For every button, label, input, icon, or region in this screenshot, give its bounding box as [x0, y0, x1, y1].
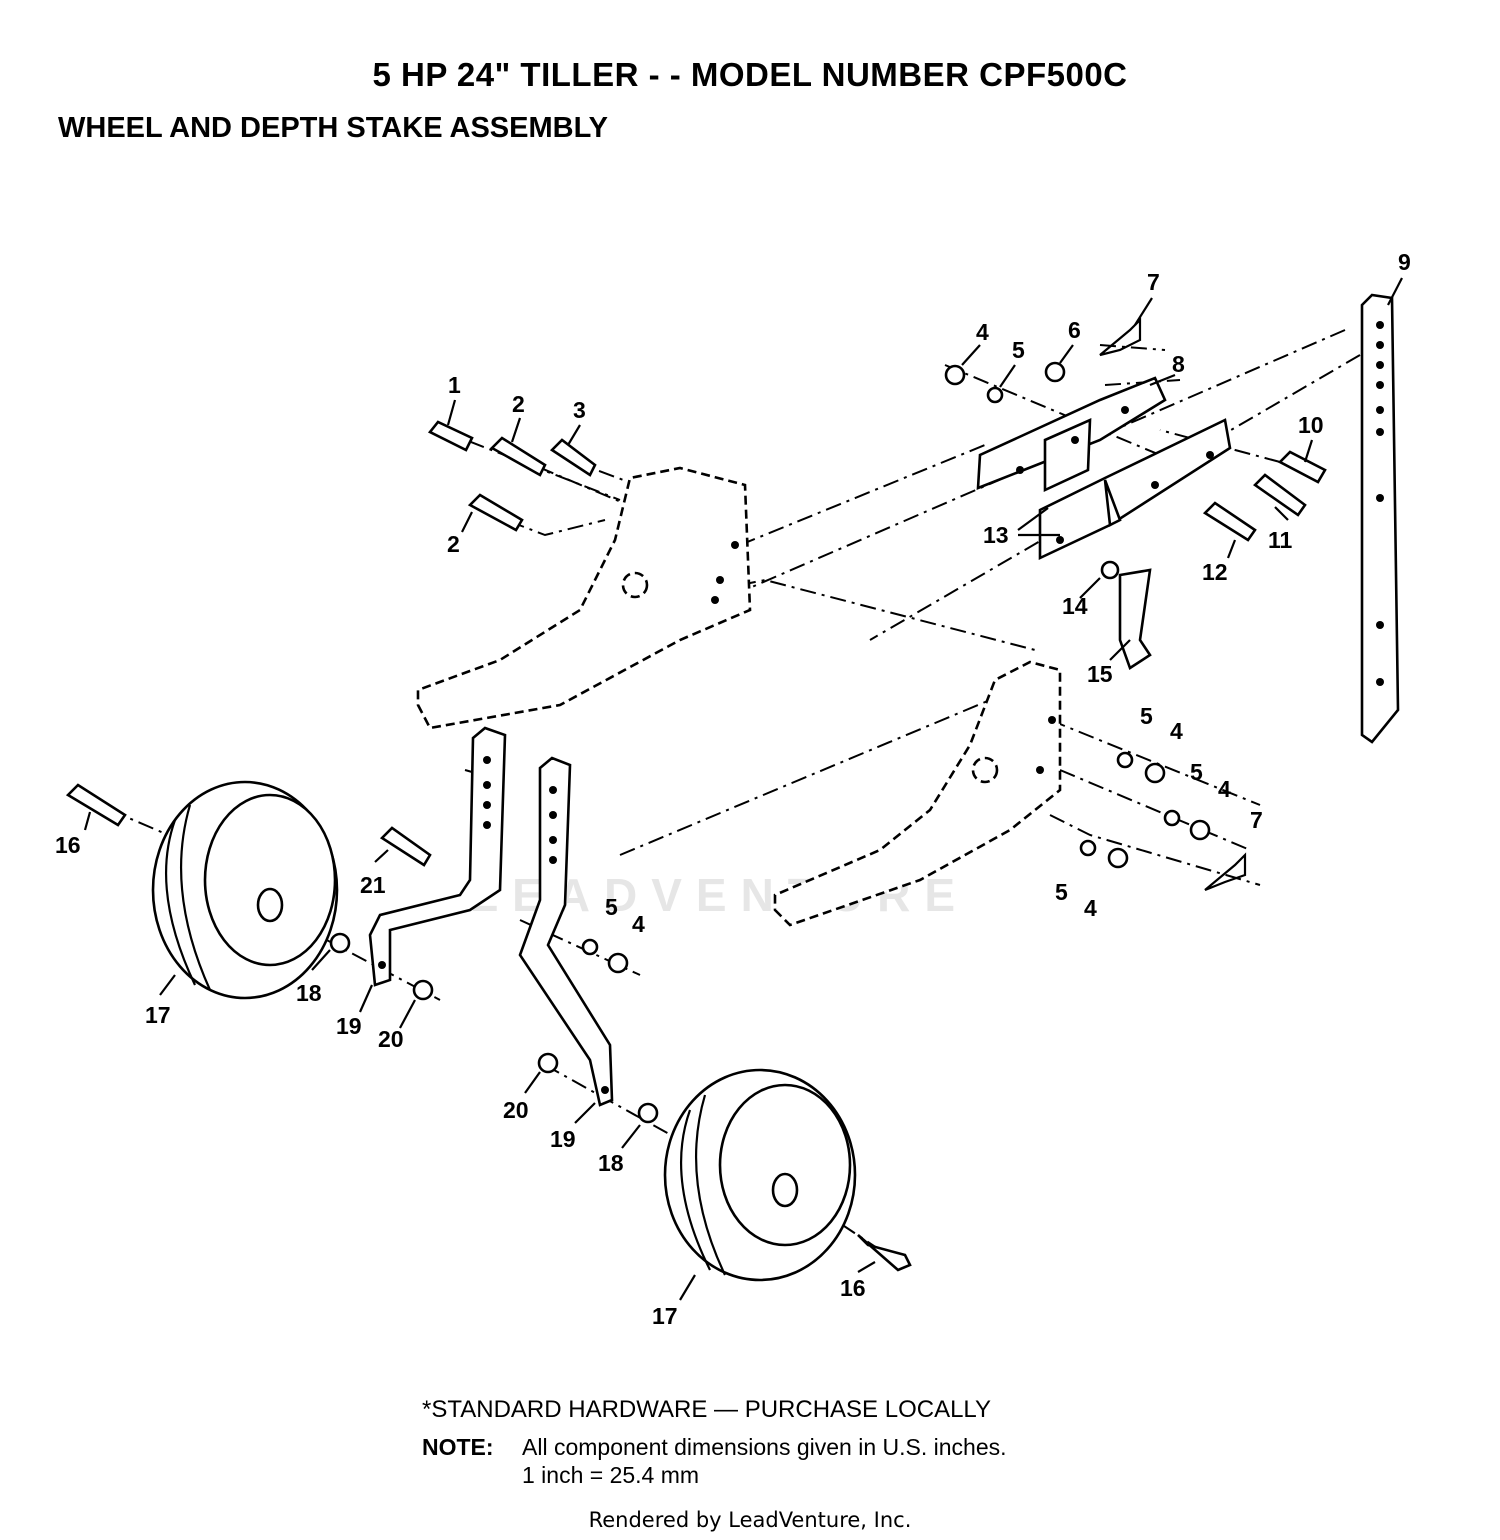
callout-4: 4 [976, 319, 989, 345]
wheel-bracket-left [368, 726, 507, 987]
callout-4: 4 [1170, 718, 1183, 744]
bolts [65, 420, 1327, 1272]
mounting-plates [976, 376, 1232, 561]
callout-9: 9 [1398, 249, 1411, 275]
callout-5: 5 [1055, 879, 1068, 905]
callout-14: 14 [1062, 593, 1088, 619]
callout-1: 1 [448, 372, 461, 398]
callout-12: 12 [1202, 559, 1228, 585]
left-frame-bracket [416, 466, 752, 730]
note-label: NOTE: [422, 1434, 494, 1460]
callout-11: 11 [1268, 527, 1293, 553]
callout-16: 16 [840, 1275, 866, 1301]
wheel-bracket-right [518, 756, 614, 1107]
callout-15: 15 [1087, 661, 1113, 687]
callout-5: 5 [1140, 703, 1153, 729]
callout-18: 18 [598, 1150, 624, 1176]
callout-6: 6 [1068, 317, 1081, 343]
wheel-right [663, 1068, 857, 1282]
assembly-subtitle: WHEEL AND DEPTH STAKE ASSEMBLY [58, 112, 608, 144]
callout-2: 2 [512, 391, 525, 417]
wheel-left [151, 780, 339, 1000]
callout-13: 13 [983, 522, 1009, 548]
callout-5: 5 [1190, 759, 1203, 785]
note-dimensions: All component dimensions given in U.S. i… [522, 1434, 1007, 1460]
callout-17: 17 [652, 1303, 678, 1329]
depth-stake-bar [1360, 293, 1400, 744]
depth-stake-bracket [1100, 560, 1152, 670]
callout-4: 4 [632, 911, 645, 937]
callout-5: 5 [605, 894, 618, 920]
callout-18: 18 [296, 980, 322, 1006]
nuts-and-washers [329, 361, 1211, 1124]
callout-21: 21 [360, 872, 386, 898]
callout-3: 3 [573, 397, 586, 423]
standard-hardware-note: *STANDARD HARDWARE — PURCHASE LOCALLY [422, 1396, 991, 1423]
callout-16: 16 [55, 832, 81, 858]
page-title: 5 HP 24" TILLER - - MODEL NUMBER CPF500C [372, 56, 1128, 93]
exploded-parts-diagram: 1 2 3 2 4 5 6 7 8 9 10 11 12 13 14 15 5 … [55, 249, 1411, 1329]
right-frame-bracket [773, 660, 1062, 927]
callout-20: 20 [378, 1026, 404, 1052]
callout-4: 4 [1218, 776, 1231, 802]
callout-7: 7 [1250, 807, 1263, 833]
callout-7: 7 [1147, 269, 1160, 295]
callout-leaders [83, 277, 1403, 1301]
callout-2: 2 [447, 531, 460, 557]
callout-20: 20 [503, 1097, 529, 1123]
callout-19: 19 [550, 1126, 576, 1152]
callout-5: 5 [1012, 337, 1025, 363]
callout-17: 17 [145, 1002, 171, 1028]
hairpin-clips [1099, 317, 1247, 892]
callout-8: 8 [1172, 351, 1185, 377]
callout-10: 10 [1298, 412, 1324, 438]
callout-4: 4 [1084, 895, 1097, 921]
note-conversion: 1 inch = 25.4 mm [522, 1462, 700, 1488]
callout-numbers: 1 2 3 2 4 5 6 7 8 9 10 11 12 13 14 15 5 … [55, 249, 1411, 1329]
rendered-by-footer: Rendered by LeadVenture, Inc. [588, 1508, 912, 1532]
callout-19: 19 [336, 1013, 362, 1039]
